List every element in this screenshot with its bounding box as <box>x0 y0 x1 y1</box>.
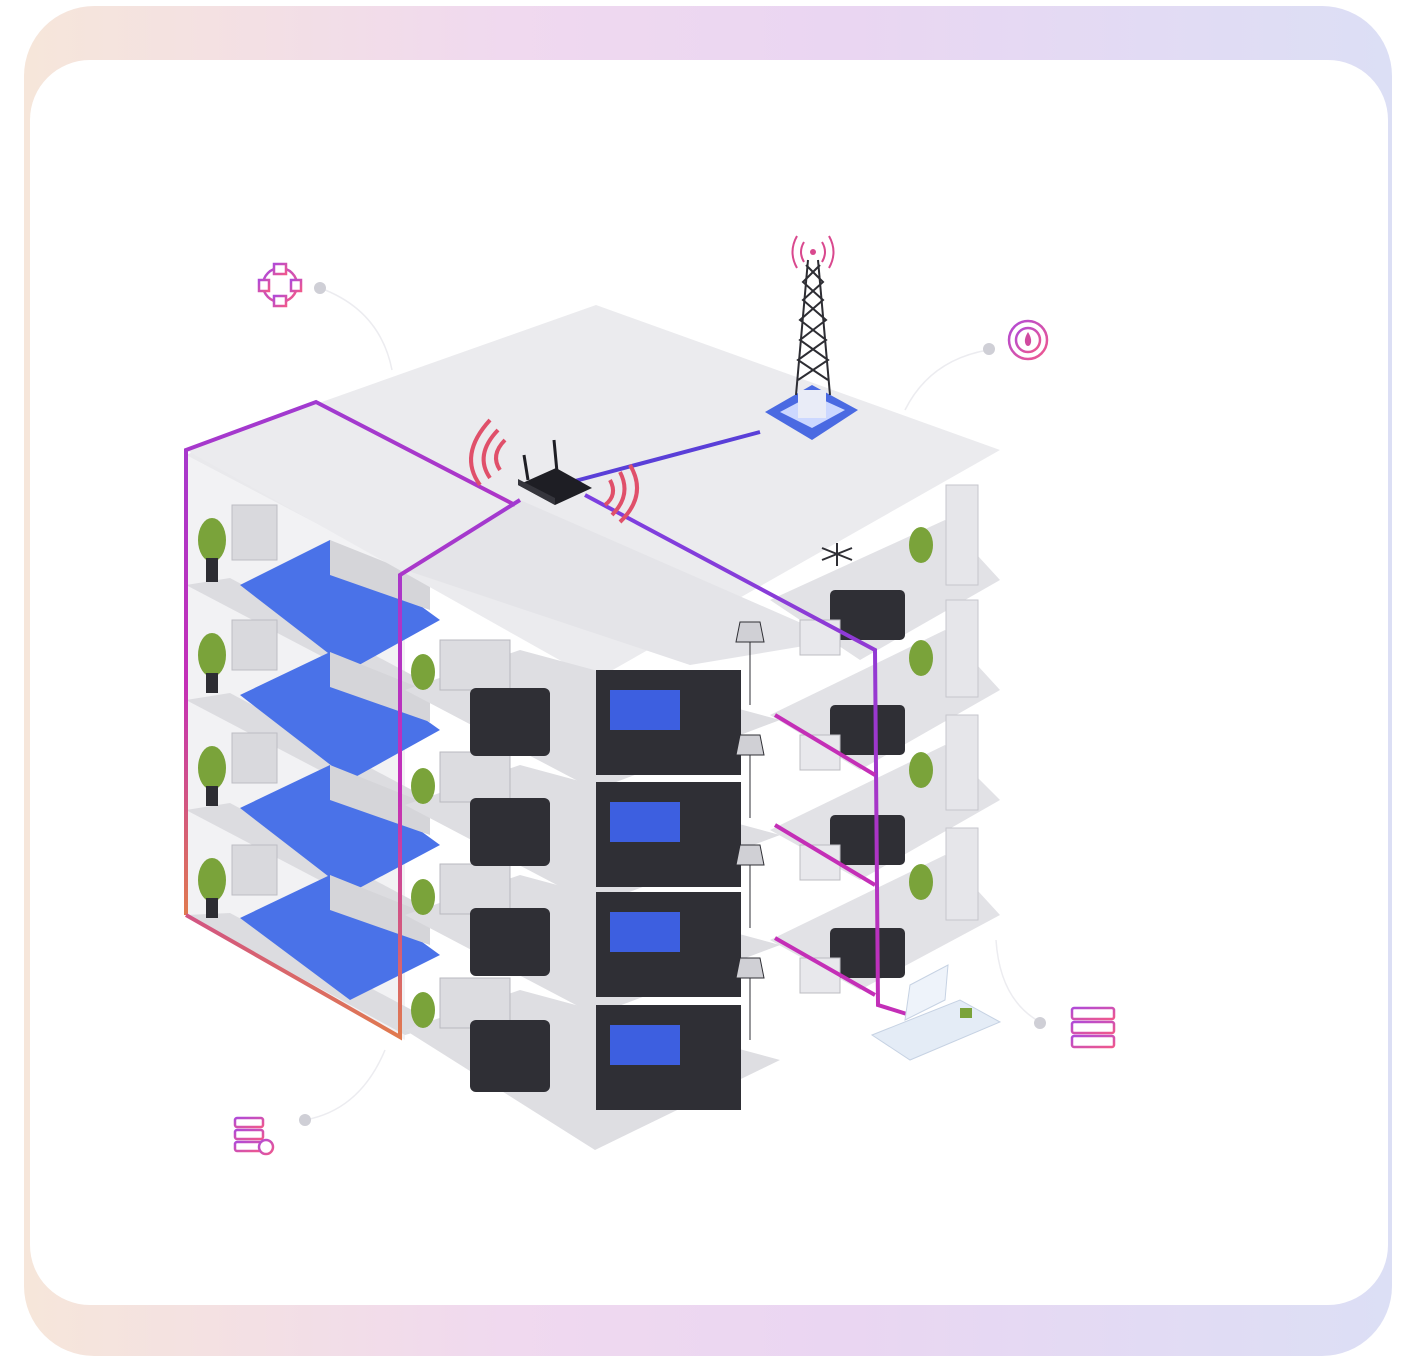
laptop-icon <box>870 964 1002 1061</box>
bookshelves <box>945 484 979 921</box>
plants-right <box>909 527 933 900</box>
front-roof-slab <box>405 500 840 665</box>
lounge-chairs <box>830 590 905 978</box>
ceiling-fan-icon <box>821 543 853 566</box>
office-desks <box>439 639 511 1029</box>
network-cables <box>184 399 911 1041</box>
cell-tower-icon <box>765 235 858 440</box>
lounge-tables <box>799 619 841 994</box>
wifi-router-icon <box>469 418 639 524</box>
sofas <box>596 670 741 1110</box>
right-wing <box>770 484 1000 994</box>
bed-rugs <box>240 540 440 1000</box>
connector-dots <box>299 282 1046 1126</box>
plants-left <box>198 518 226 918</box>
bed-frames <box>330 540 430 945</box>
plants-middle <box>411 654 435 1028</box>
water-meter-icon <box>1007 319 1049 361</box>
floor-lamps <box>735 621 765 1040</box>
left-wing <box>186 400 520 1040</box>
database-alert-icon <box>233 1116 275 1156</box>
dressers <box>231 504 278 896</box>
network-nodes-icon <box>257 262 303 308</box>
armchairs <box>470 688 550 1092</box>
middle-wing <box>405 621 780 1150</box>
server-rack-icon <box>1070 1006 1116 1049</box>
connector-arcs <box>304 287 1041 1121</box>
